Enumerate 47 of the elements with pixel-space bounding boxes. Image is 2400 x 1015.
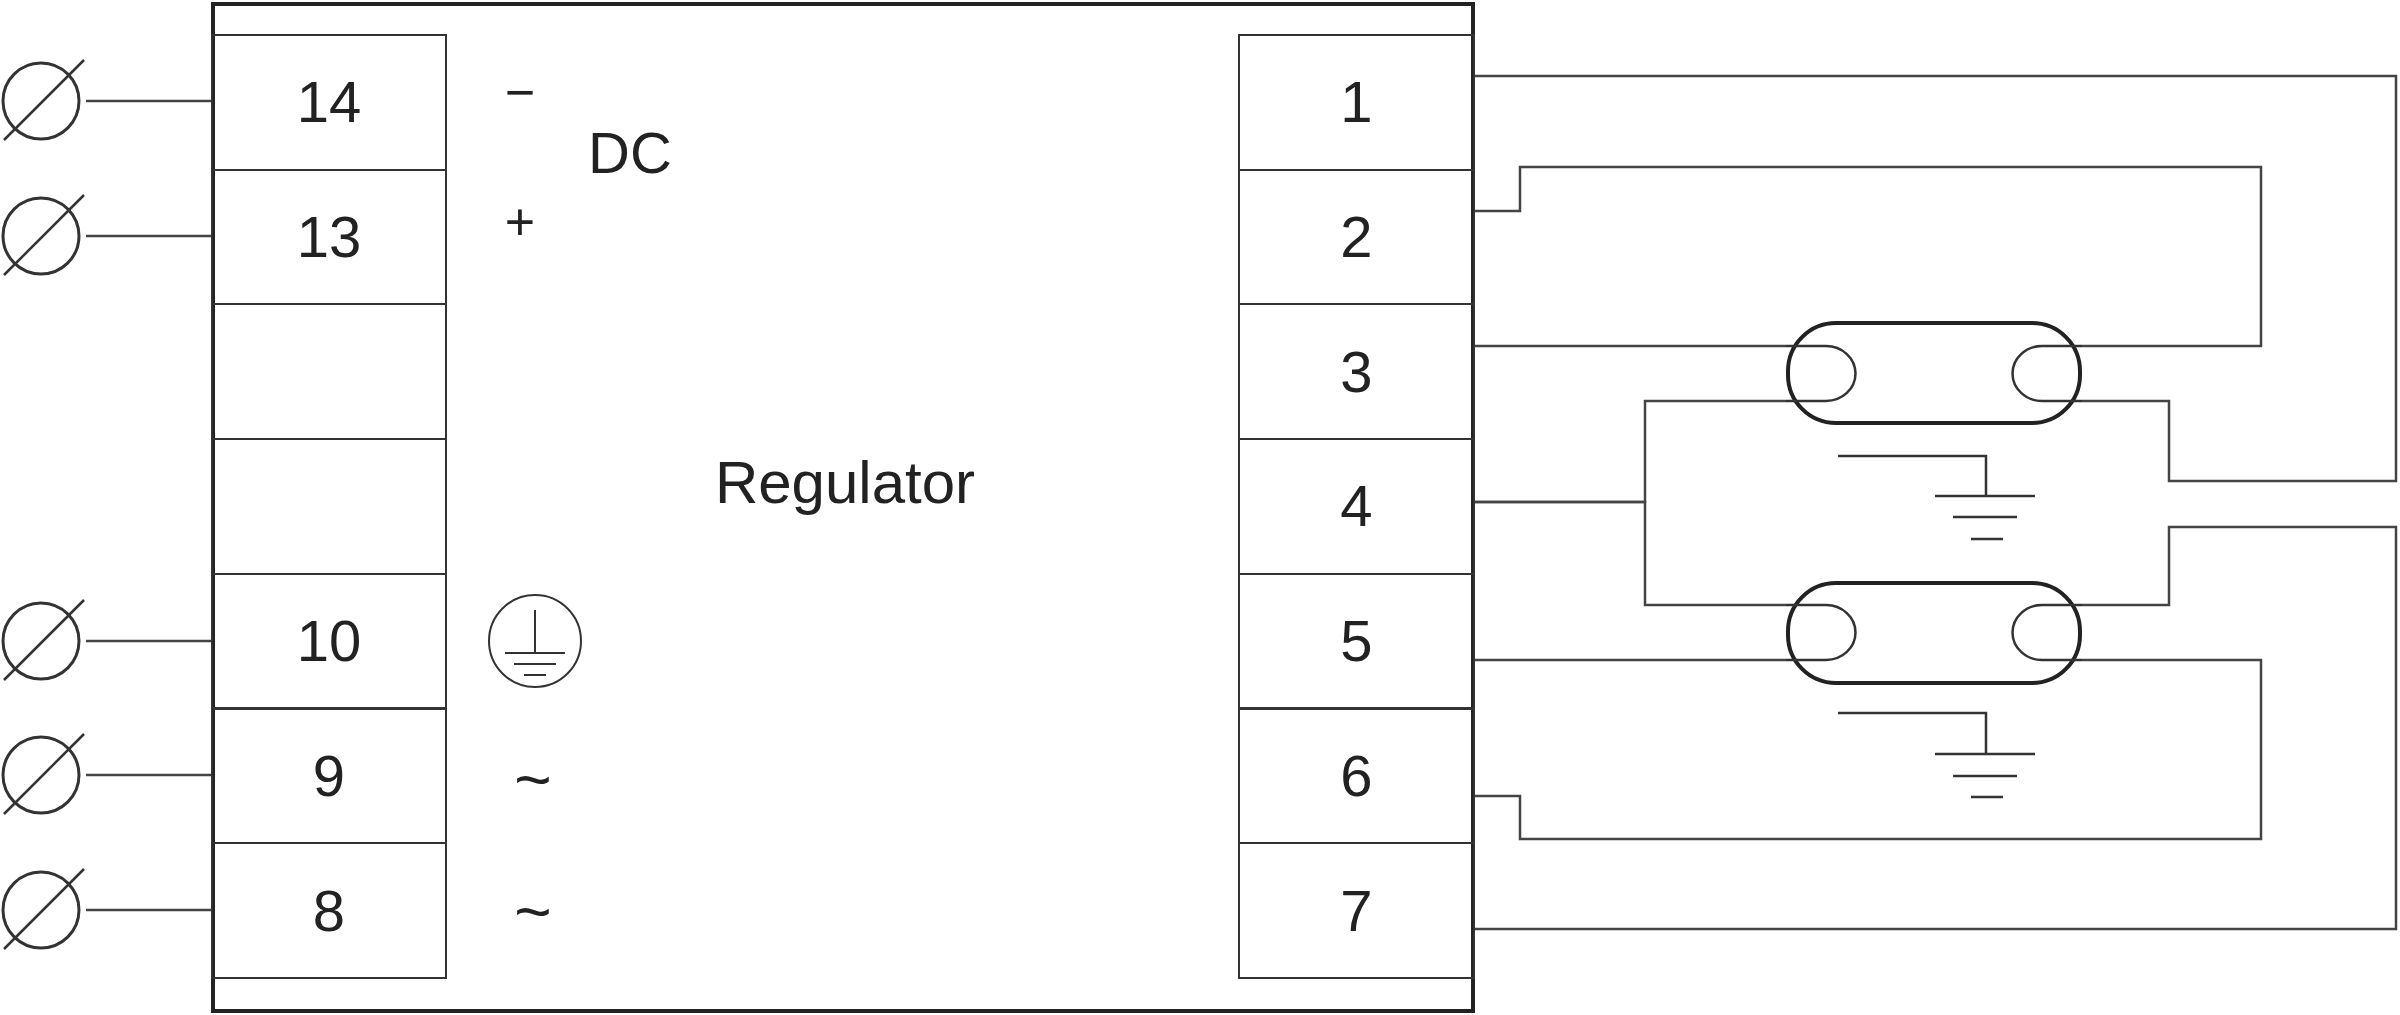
terminal-number: 3: [1340, 342, 1373, 401]
wire: [1475, 165, 2263, 348]
terminal-cell: [1238, 438, 1475, 575]
wire: [86, 773, 211, 777]
terminal-number: 14: [296, 73, 362, 132]
wire: [86, 99, 211, 103]
terminal-number: 4: [1340, 477, 1373, 536]
supply-type-label: DC: [588, 124, 672, 182]
wire: [1475, 525, 2398, 931]
terminal-cell: [1238, 707, 1475, 845]
polarity-sign: −: [504, 66, 536, 118]
wire: [1475, 658, 1786, 662]
polarity-sign: +: [504, 196, 536, 248]
terminal-cell: [1238, 842, 1475, 979]
terminal-cell: [1238, 303, 1475, 441]
wire: [1475, 500, 1786, 607]
device-label: Regulator: [714, 453, 976, 513]
terminal-number: 10: [296, 612, 362, 671]
terminal-number: 9: [312, 746, 346, 805]
fluorescent-lamp: [1786, 321, 2082, 425]
ac-sign: ~: [514, 748, 552, 812]
terminal-cell: [1238, 34, 1475, 171]
fluorescent-lamp: [1786, 581, 2082, 685]
terminal-number: 2: [1340, 208, 1373, 267]
terminal-number: 6: [1340, 746, 1373, 805]
wire: [1475, 658, 2263, 841]
wire: [86, 639, 211, 643]
wire: [1475, 344, 1786, 348]
terminal-cell: [211, 168, 447, 306]
terminal-number: 5: [1340, 612, 1373, 671]
terminal-number: 8: [312, 881, 346, 940]
terminal-cell: [211, 438, 447, 575]
terminal-cell: [211, 34, 447, 171]
terminal-cell: [211, 303, 447, 441]
terminal-cell: [211, 707, 447, 845]
terminal-number: 7: [1340, 881, 1373, 940]
wire: [86, 234, 211, 238]
terminal-cell: [1238, 168, 1475, 306]
regulator-housing: [211, 2, 1475, 1013]
terminal-number: 13: [296, 208, 362, 267]
ac-sign: ~: [514, 880, 552, 944]
wire: [86, 908, 211, 912]
terminal-number: 1: [1340, 73, 1373, 132]
terminal-cell: [211, 572, 447, 710]
terminal-cell: [211, 842, 447, 979]
wire: [1475, 74, 2398, 483]
terminal-cell: [1238, 572, 1475, 710]
